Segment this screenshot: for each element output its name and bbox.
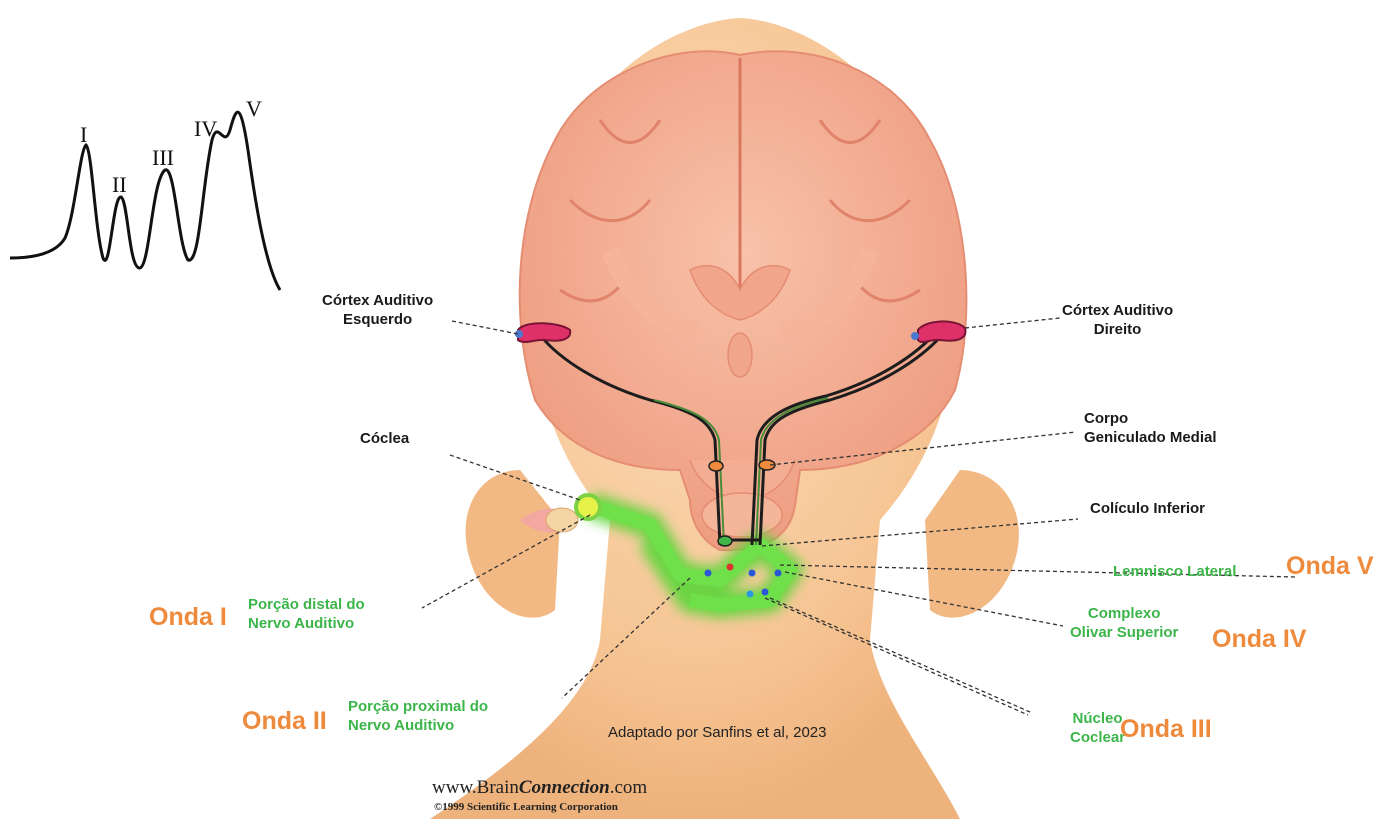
colliculus-marker	[718, 536, 732, 546]
wave-i-label: Onda I	[149, 602, 227, 633]
wave-iv-label: Onda IV	[1212, 624, 1306, 655]
peak-label-iv: IV	[194, 116, 217, 142]
wave-v-label: Onda V	[1286, 551, 1374, 582]
copyright-notice: ©1999 Scientific Learning Corporation	[434, 801, 618, 813]
label-medial-geniculate: Corpo Geniculado Medial	[1084, 410, 1217, 448]
peak-label-i: I	[80, 122, 87, 148]
label-cochlea: Cóclea	[360, 430, 409, 449]
label-inferior-colliculus: Colículo Inferior	[1090, 500, 1205, 519]
left-cortex-marker	[518, 323, 570, 342]
label-right-auditory-cortex: Córtex Auditivo Direito	[1062, 302, 1173, 340]
label-left-auditory-cortex: Córtex Auditivo Esquerdo	[322, 292, 433, 330]
label-proximal-nerve: Porção proximal do Nervo Auditivo	[348, 698, 488, 736]
wave-ii-label: Onda II	[242, 706, 327, 737]
abr-waveform	[10, 112, 280, 290]
right-ear	[925, 470, 1019, 618]
wave-iii-label: Onda III	[1120, 714, 1212, 745]
label-distal-nerve: Porção distal do Nervo Auditivo	[248, 596, 365, 634]
peak-label-iii: III	[152, 145, 174, 171]
peak-label-v: V	[246, 96, 262, 122]
label-lateral-lemniscus: Lemnisco Lateral	[1113, 563, 1236, 582]
label-superior-olive: Complexo Olivar Superior	[1070, 605, 1178, 643]
mgb-left-marker	[709, 461, 723, 471]
adaptation-credit: Adaptado por Sanfins et al, 2023	[608, 724, 827, 741]
source-website: www.BrainConnection.com	[432, 777, 647, 799]
right-cortex-marker	[918, 321, 965, 342]
peak-label-ii: II	[112, 172, 127, 198]
label-cochlear-nucleus: Núcleo Coclear	[1070, 710, 1125, 748]
left-ear	[466, 470, 560, 618]
